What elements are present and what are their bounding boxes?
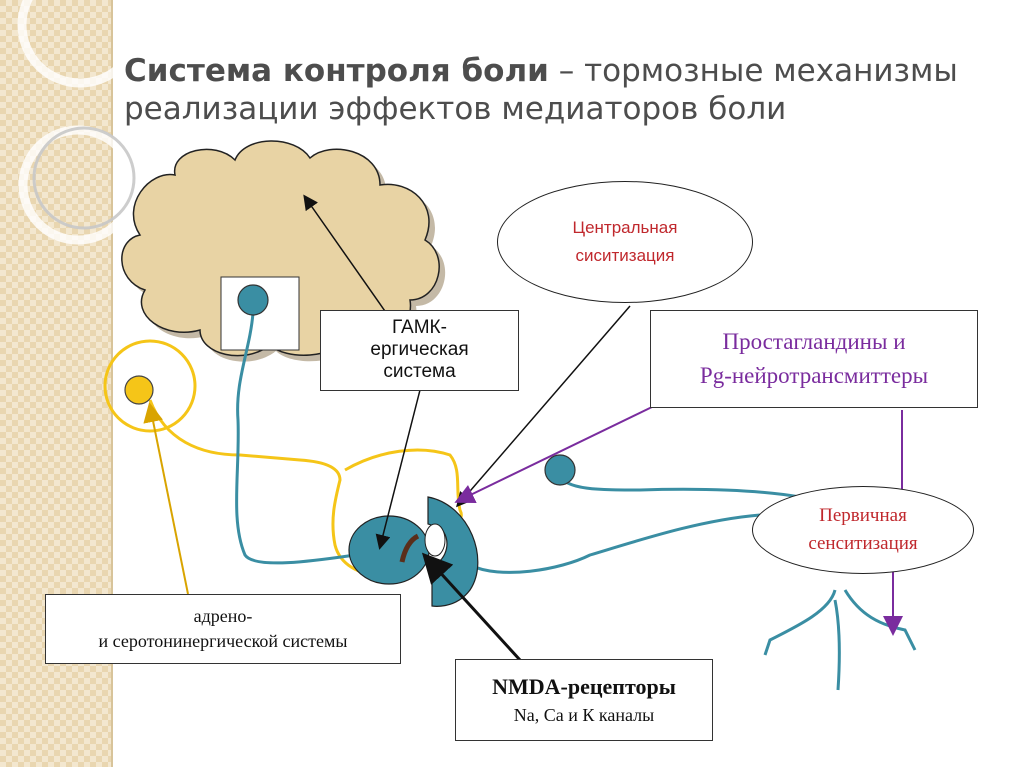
central-sensitization-oval: Центральная сиситизация — [497, 181, 753, 303]
adreno-line2: и серотонинергической системы — [98, 631, 348, 651]
brain-neuron-body — [237, 284, 269, 316]
arrow-adreno-to-neuron — [143, 402, 189, 595]
gaba-system-box: ГАМК- ергическая система — [320, 310, 519, 391]
title-rest: – тормозные механизмы реализации эффекто… — [124, 53, 958, 127]
arrow-prostaglandins-to-synapse — [454, 406, 653, 504]
adreno-line1: адрено- — [193, 606, 253, 626]
gaba-line3: система — [383, 361, 456, 382]
brain-cloud — [121, 140, 446, 362]
nmda-subtitle: Na, Ca и К каналы — [513, 705, 655, 725]
adreno-neuron-body — [124, 375, 154, 405]
decor-ring-top — [17, 0, 143, 88]
title-main: Система контроля боли — [124, 53, 549, 89]
primary-neuron-body — [544, 454, 576, 486]
arrow-nmda-to-synapse — [421, 552, 522, 662]
primary-sensitization-oval: Первичная сенситизация — [752, 486, 974, 574]
central-label-line1: Центральная — [572, 218, 678, 237]
nmda-title: NMDA-рецепторы — [492, 674, 676, 699]
prostaglandins-box: Простагландины и Pg-нейротрансмиттеры — [650, 310, 978, 408]
page-title: Система контроля боли – тормозные механи… — [124, 52, 1004, 128]
arrow-central-to-synapse — [456, 305, 631, 508]
gaba-line1: ГАМК- — [392, 317, 447, 338]
teal-fibers — [235, 312, 917, 691]
adreno-serotonin-box: адрено- и серотонинергической системы — [45, 594, 401, 664]
primary-line1: Первичная — [819, 505, 907, 526]
central-label-line2: сиситизация — [575, 246, 675, 265]
prostaglandins-line2: Pg-нейротрансмиттеры — [699, 363, 929, 388]
primary-line2: сенситизация — [808, 533, 918, 554]
arrow-gaba-to-synapse — [375, 389, 421, 550]
prostaglandins-line1: Простагландины и — [722, 329, 906, 354]
arrow-to-brain — [303, 194, 388, 315]
gaba-line2: ергическая — [370, 339, 469, 360]
synapse — [348, 496, 479, 607]
nmda-receptors-box: NMDA-рецепторы Na, Ca и К каналы — [455, 659, 713, 741]
